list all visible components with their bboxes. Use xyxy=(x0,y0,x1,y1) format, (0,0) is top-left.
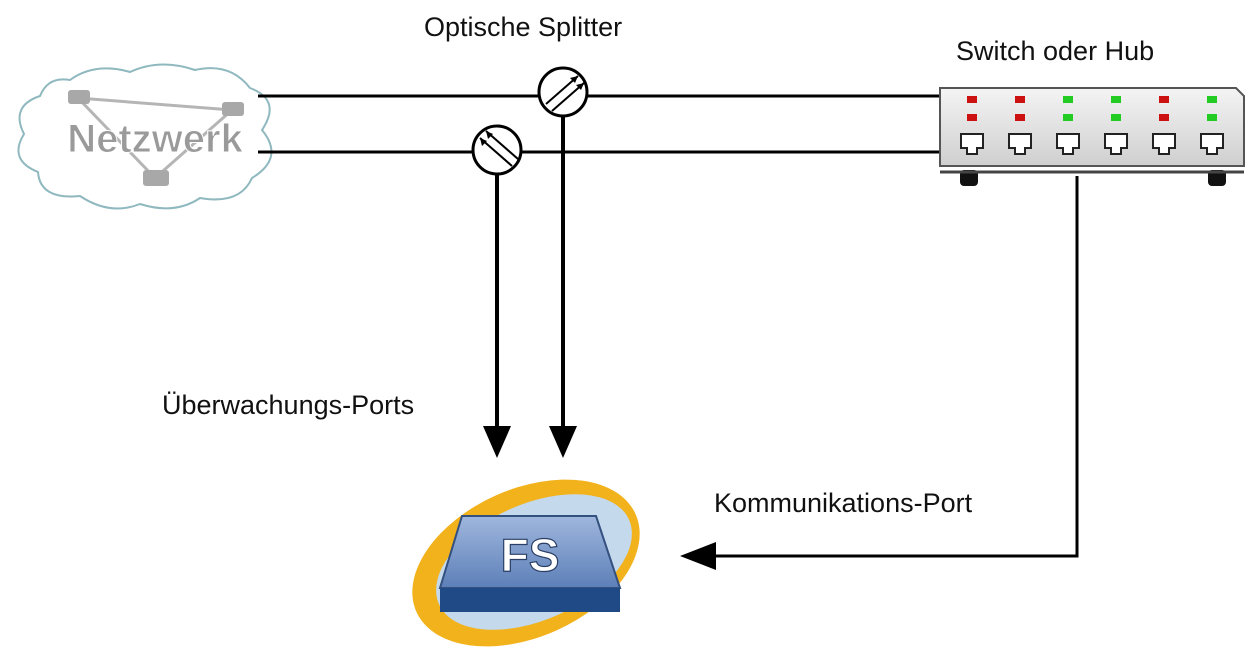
monitor-arrow-2 xyxy=(549,426,577,458)
switch-port-icon xyxy=(1008,133,1032,155)
monitor-ports-label: Überwachungs-Ports xyxy=(162,390,415,420)
fs-device-icon: FS xyxy=(412,479,640,647)
switch-label: Switch oder Hub xyxy=(956,36,1155,66)
switch-led-bottom xyxy=(1159,114,1169,121)
switch-led-top xyxy=(1207,96,1217,103)
comm-line xyxy=(712,176,1079,558)
monitor-arrow-1 xyxy=(483,426,511,458)
switch-port-icon xyxy=(1200,133,1224,155)
switch-ports xyxy=(960,96,1224,155)
switch-led-bottom xyxy=(967,114,977,121)
comm-arrow xyxy=(680,542,716,570)
switch-led-bottom xyxy=(1063,114,1073,121)
splitter-icon-bottom xyxy=(471,124,523,176)
switch-icon xyxy=(939,87,1245,186)
splitter-icon-top xyxy=(537,66,589,118)
switch-port-icon xyxy=(1104,133,1128,155)
switch-led-bottom xyxy=(1015,114,1025,121)
comm-port-label: Kommunikations-Port xyxy=(714,488,973,518)
switch-led-bottom xyxy=(1111,114,1121,121)
switch-led-top xyxy=(1063,96,1073,103)
switch-led-top xyxy=(967,96,977,103)
network-label: Netzwerk xyxy=(67,117,243,161)
switch-led-bottom xyxy=(1207,114,1217,121)
splitter-label: Optische Splitter xyxy=(424,12,623,42)
switch-port-icon xyxy=(1056,133,1080,155)
switch-led-top xyxy=(1111,96,1121,103)
switch-port-icon xyxy=(960,133,984,155)
network-cloud-icon: Netzwerk xyxy=(17,63,273,210)
device-label: FS xyxy=(501,529,560,581)
switch-port-icon xyxy=(1152,133,1176,155)
switch-led-top xyxy=(1159,96,1169,103)
switch-led-top xyxy=(1015,96,1025,103)
